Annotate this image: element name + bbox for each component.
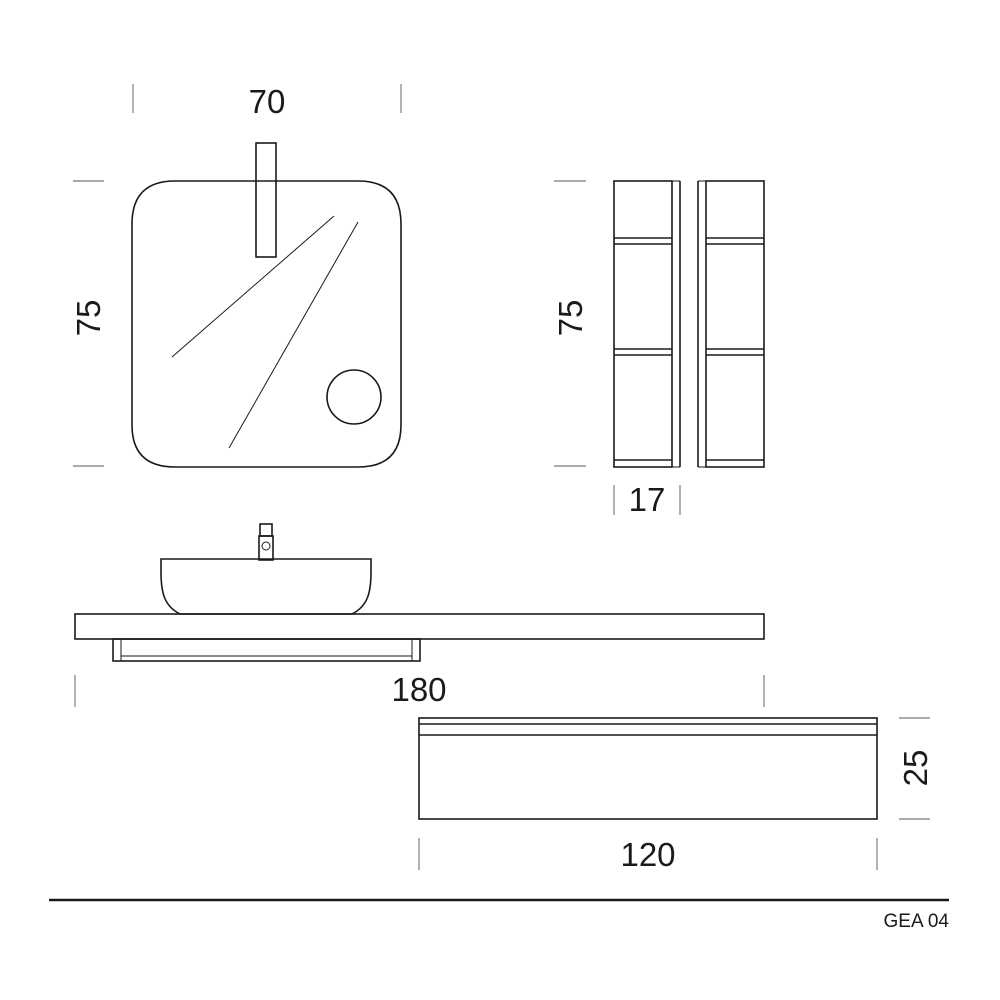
mirror-lamp xyxy=(255,142,277,258)
mirror-reflection-line xyxy=(171,215,335,358)
mirror-width-dimension: 70 xyxy=(132,83,402,120)
faucet-top xyxy=(259,523,273,537)
shelf-unit-left xyxy=(613,180,681,468)
drawer-width-dimension: 120 xyxy=(418,836,878,873)
drawer-body xyxy=(418,717,878,820)
shelf-height-dimension: 75 xyxy=(552,180,589,467)
countertop-slab xyxy=(74,613,765,640)
countertop-view xyxy=(74,523,765,662)
mirror-outline xyxy=(131,180,402,468)
faucet-handle xyxy=(261,541,271,551)
shelf-depth-label: 17 xyxy=(629,481,666,518)
magnifying-mirror xyxy=(326,369,382,425)
drawer-width-label: 120 xyxy=(620,836,675,873)
drawer-height-label: 25 xyxy=(897,750,934,787)
top-length-dimension: 180 xyxy=(74,671,765,708)
shelf-frame xyxy=(705,180,765,468)
support-bracket xyxy=(112,638,421,662)
product-code: GEA 04 xyxy=(884,911,950,932)
top-length-label: 180 xyxy=(391,671,446,708)
mirror-height-label: 75 xyxy=(70,300,107,337)
mirror-reflection-line xyxy=(228,221,359,449)
mirror-view xyxy=(131,142,402,468)
shelf-depth-dimension: 17 xyxy=(613,481,681,518)
mirror-width-label: 70 xyxy=(249,83,286,120)
drawer-unit xyxy=(418,717,878,820)
shelf-unit-right xyxy=(697,180,765,468)
shelf-frame xyxy=(613,180,673,468)
basin-bowl xyxy=(160,558,372,615)
faucet-body xyxy=(258,535,274,561)
drawer-height-dimension: 25 xyxy=(897,717,934,820)
shelf-height-label: 75 xyxy=(552,300,589,337)
mirror-height-dimension: 75 xyxy=(70,180,107,467)
